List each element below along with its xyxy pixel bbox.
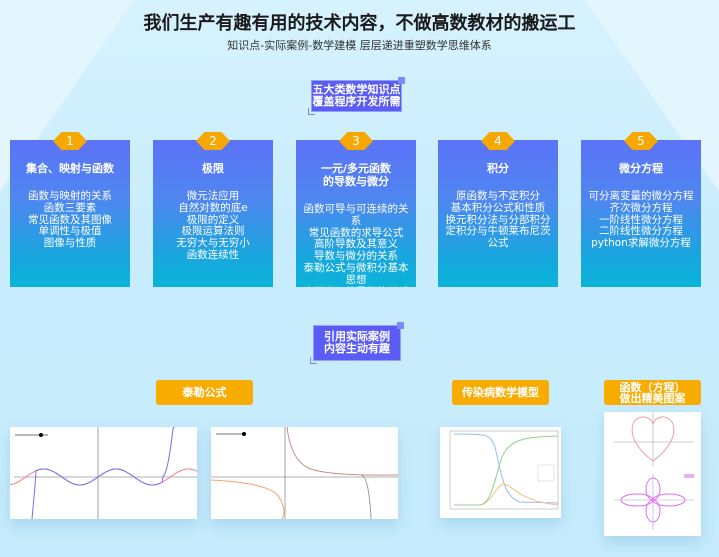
- button-line: 做出精美图案: [619, 391, 686, 405]
- section-label-line: 五大类数学知识点: [312, 83, 401, 96]
- card-items: 函数可导与可连续的关系常见函数的求导公式高阶导数及其意义导数与微分的关系泰勒公式…: [296, 203, 416, 287]
- card-title: 集合、映射与函数: [26, 162, 114, 175]
- card-title: 极限: [202, 162, 224, 175]
- card-item: 齐次微分方程: [609, 201, 673, 214]
- heart-flower-plot-image: [604, 412, 701, 536]
- card-item: python求解微分方程: [591, 237, 691, 250]
- card-title: 一元/多元函数 的导数与微分: [320, 162, 392, 188]
- card-number-badge: 3: [339, 132, 373, 150]
- card-title: 积分: [487, 162, 509, 175]
- card-number-badge: 2: [196, 132, 230, 150]
- card-item: 高阶导数及其意义: [314, 238, 398, 251]
- epidemic-sir-plot-image: [440, 427, 561, 518]
- card-items: 函数与映射的关系函数三要素常见函数及其图像单调性与极值图像与性质: [10, 190, 130, 250]
- card-item: 可分离变量的微分方程: [588, 190, 694, 202]
- topic-card[interactable]: 一元/多元函数 的导数与微分函数可导与可连续的关系常见函数的求导公式高阶导数及其…: [296, 140, 416, 287]
- taylor-reciprocal-plot-image: [211, 427, 398, 519]
- card-number-badge: 4: [481, 132, 515, 150]
- section-label-knowledge: 五大类数学知识点 覆盖程序开发所需: [308, 77, 405, 115]
- card-item: 基本积分公式和性质: [450, 201, 546, 214]
- card-item: 二阶线性微分方程: [599, 225, 683, 238]
- page-title: 我们生产有趣有用的技术内容，不做高数教材的搬运工: [143, 13, 576, 34]
- card-item: 函数连续性: [186, 248, 240, 261]
- card-item: 自然对数的底e: [178, 201, 248, 214]
- section-label-line: 覆盖程序开发所需: [312, 95, 401, 108]
- card-title: 微分方程: [619, 162, 663, 175]
- card-number-badge: 5: [624, 132, 658, 150]
- card-item: 泰勒公式与微积分基本: [303, 261, 409, 274]
- epidemic-model-button[interactable]: 传染病数学模型: [452, 380, 549, 405]
- card-item: 无穷大与无穷小: [176, 237, 250, 250]
- taylor-sine-plot-image: [10, 427, 197, 519]
- taylor-button[interactable]: 泰勒公式: [156, 380, 253, 405]
- card-item: 导数与微分的关系: [314, 250, 398, 263]
- card-item: 函数三要素: [43, 201, 97, 214]
- card-item: 图像与性质: [43, 237, 97, 250]
- topic-card[interactable]: 积分原函数与不定积分基本积分公式和性质换元积分法与分部积分定积分与牛顿莱布尼茨公…: [438, 140, 558, 287]
- card-item: 公式: [487, 237, 509, 250]
- section-label-line: 内容生动有趣: [324, 342, 390, 355]
- function-graph-button[interactable]: 函数（方程） 做出精美图案: [604, 380, 701, 405]
- card-number-badge: 1: [53, 132, 87, 150]
- card-item: 函数与映射的关系: [28, 190, 112, 202]
- card-item: 一阶线性微分方程: [599, 213, 683, 226]
- card-item: 思想: [345, 273, 367, 286]
- section-label-cases: 引用实际案例 内容生动有趣: [310, 322, 404, 364]
- button-line: 函数（方程）: [619, 380, 686, 394]
- card-item: 微元法应用: [186, 190, 240, 202]
- card-items: 原函数与不定积分基本积分公式和性质换元积分法与分部积分定积分与牛顿莱布尼茨公式: [438, 190, 558, 250]
- page-subtitle: 知识点-实际案例-数学建模 层层递进重塑数学思维体系: [227, 39, 492, 52]
- card-item: 系: [350, 214, 362, 227]
- card-item: 极限的定义: [186, 213, 240, 226]
- card-item: 单调性与极值: [38, 225, 102, 238]
- card-item: 常见函数的求导公式: [308, 226, 404, 239]
- card-item: 换元积分法与分部积分: [445, 213, 551, 226]
- card-item: 函数可导与可连续的关: [303, 203, 409, 215]
- card-item: 原函数与不定积分: [456, 190, 540, 202]
- card-item: 极限运算法则: [181, 225, 245, 238]
- topic-card[interactable]: 集合、映射与函数函数与映射的关系函数三要素常见函数及其图像单调性与极值图像与性质: [10, 140, 130, 287]
- card-item: 常见函数及其图像: [28, 213, 112, 226]
- section-label-line: 引用实际案例: [324, 330, 390, 343]
- card-item: 定积分与牛顿莱布尼茨: [445, 225, 551, 238]
